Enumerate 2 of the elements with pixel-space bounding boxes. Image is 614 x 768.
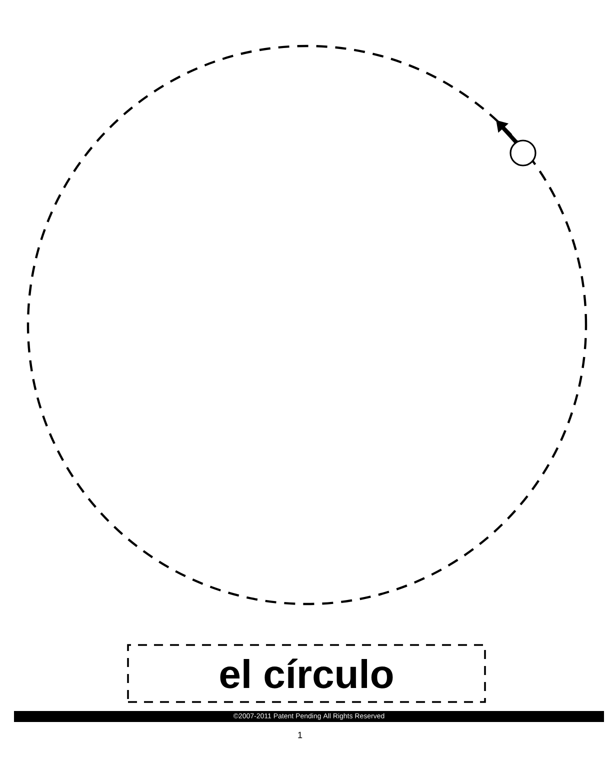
word-box: el círculo <box>127 644 486 703</box>
page-number: 1 <box>298 732 302 738</box>
